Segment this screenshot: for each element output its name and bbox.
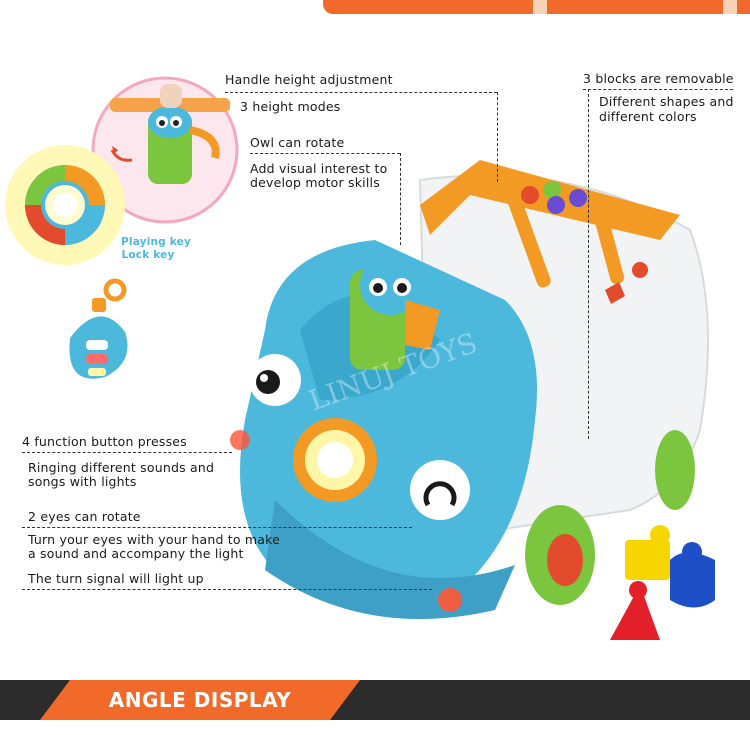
inset-steering-circle (5, 145, 125, 265)
handle-title: Handle height adjustment (225, 72, 393, 87)
product-photo: LINUJ TOYS (5, 76, 715, 640)
buttons-detail-1: Ringing different sounds and (28, 460, 215, 475)
inset-key-caption: Playing key Lock key (121, 236, 192, 262)
inset-handle-circle (91, 76, 239, 224)
eyes-leader-h (22, 527, 412, 528)
handle-detail: 3 height modes (240, 99, 341, 114)
top-decorative-bar (323, 0, 750, 14)
footer-banner: ANGLE DISPLAY (0, 680, 750, 735)
buttons-leader-h (22, 452, 232, 453)
inset-key-line-2: Lock key (121, 249, 175, 261)
turn-signal-note: The turn signal will light up (28, 571, 204, 586)
footer-dark-right (330, 680, 750, 720)
owl-title: Owl can rotate (250, 135, 345, 150)
blocks-leader-h (583, 89, 733, 90)
footer-orange-tab (40, 680, 360, 720)
blocks-detail-2: different colors (599, 109, 697, 124)
inset-key-fob (69, 278, 128, 379)
blocks-title: 3 blocks are removable (583, 71, 734, 86)
eyes-detail-1: Turn your eyes with your hand to make (28, 532, 281, 547)
owl-leader-v (400, 153, 401, 245)
inset-key-line-1: Playing key (121, 236, 192, 248)
turn-signal-leader-h (22, 589, 432, 590)
top-bar-gap (723, 0, 737, 14)
top-bar-gap (533, 0, 547, 14)
eyes-title: 2 eyes can rotate (28, 509, 141, 524)
blocks-leader-v (588, 89, 589, 439)
handle-leader-h (225, 92, 497, 93)
buttons-detail-2: songs with lights (28, 474, 137, 489)
shape-blocks (610, 525, 715, 640)
eyes-detail-2: a sound and accompany the light (28, 546, 244, 561)
buttons-title: 4 function button presses (22, 434, 187, 449)
owl-detail-2: develop motor skills (250, 175, 380, 190)
handle-leader-v (497, 92, 498, 182)
blocks-detail-1: Different shapes and (599, 94, 734, 109)
footer-title: ANGLE DISPLAY (108, 688, 292, 712)
owl-leader-h (250, 153, 400, 154)
owl-detail-1: Add visual interest to (250, 161, 388, 176)
toy-car (230, 160, 709, 619)
